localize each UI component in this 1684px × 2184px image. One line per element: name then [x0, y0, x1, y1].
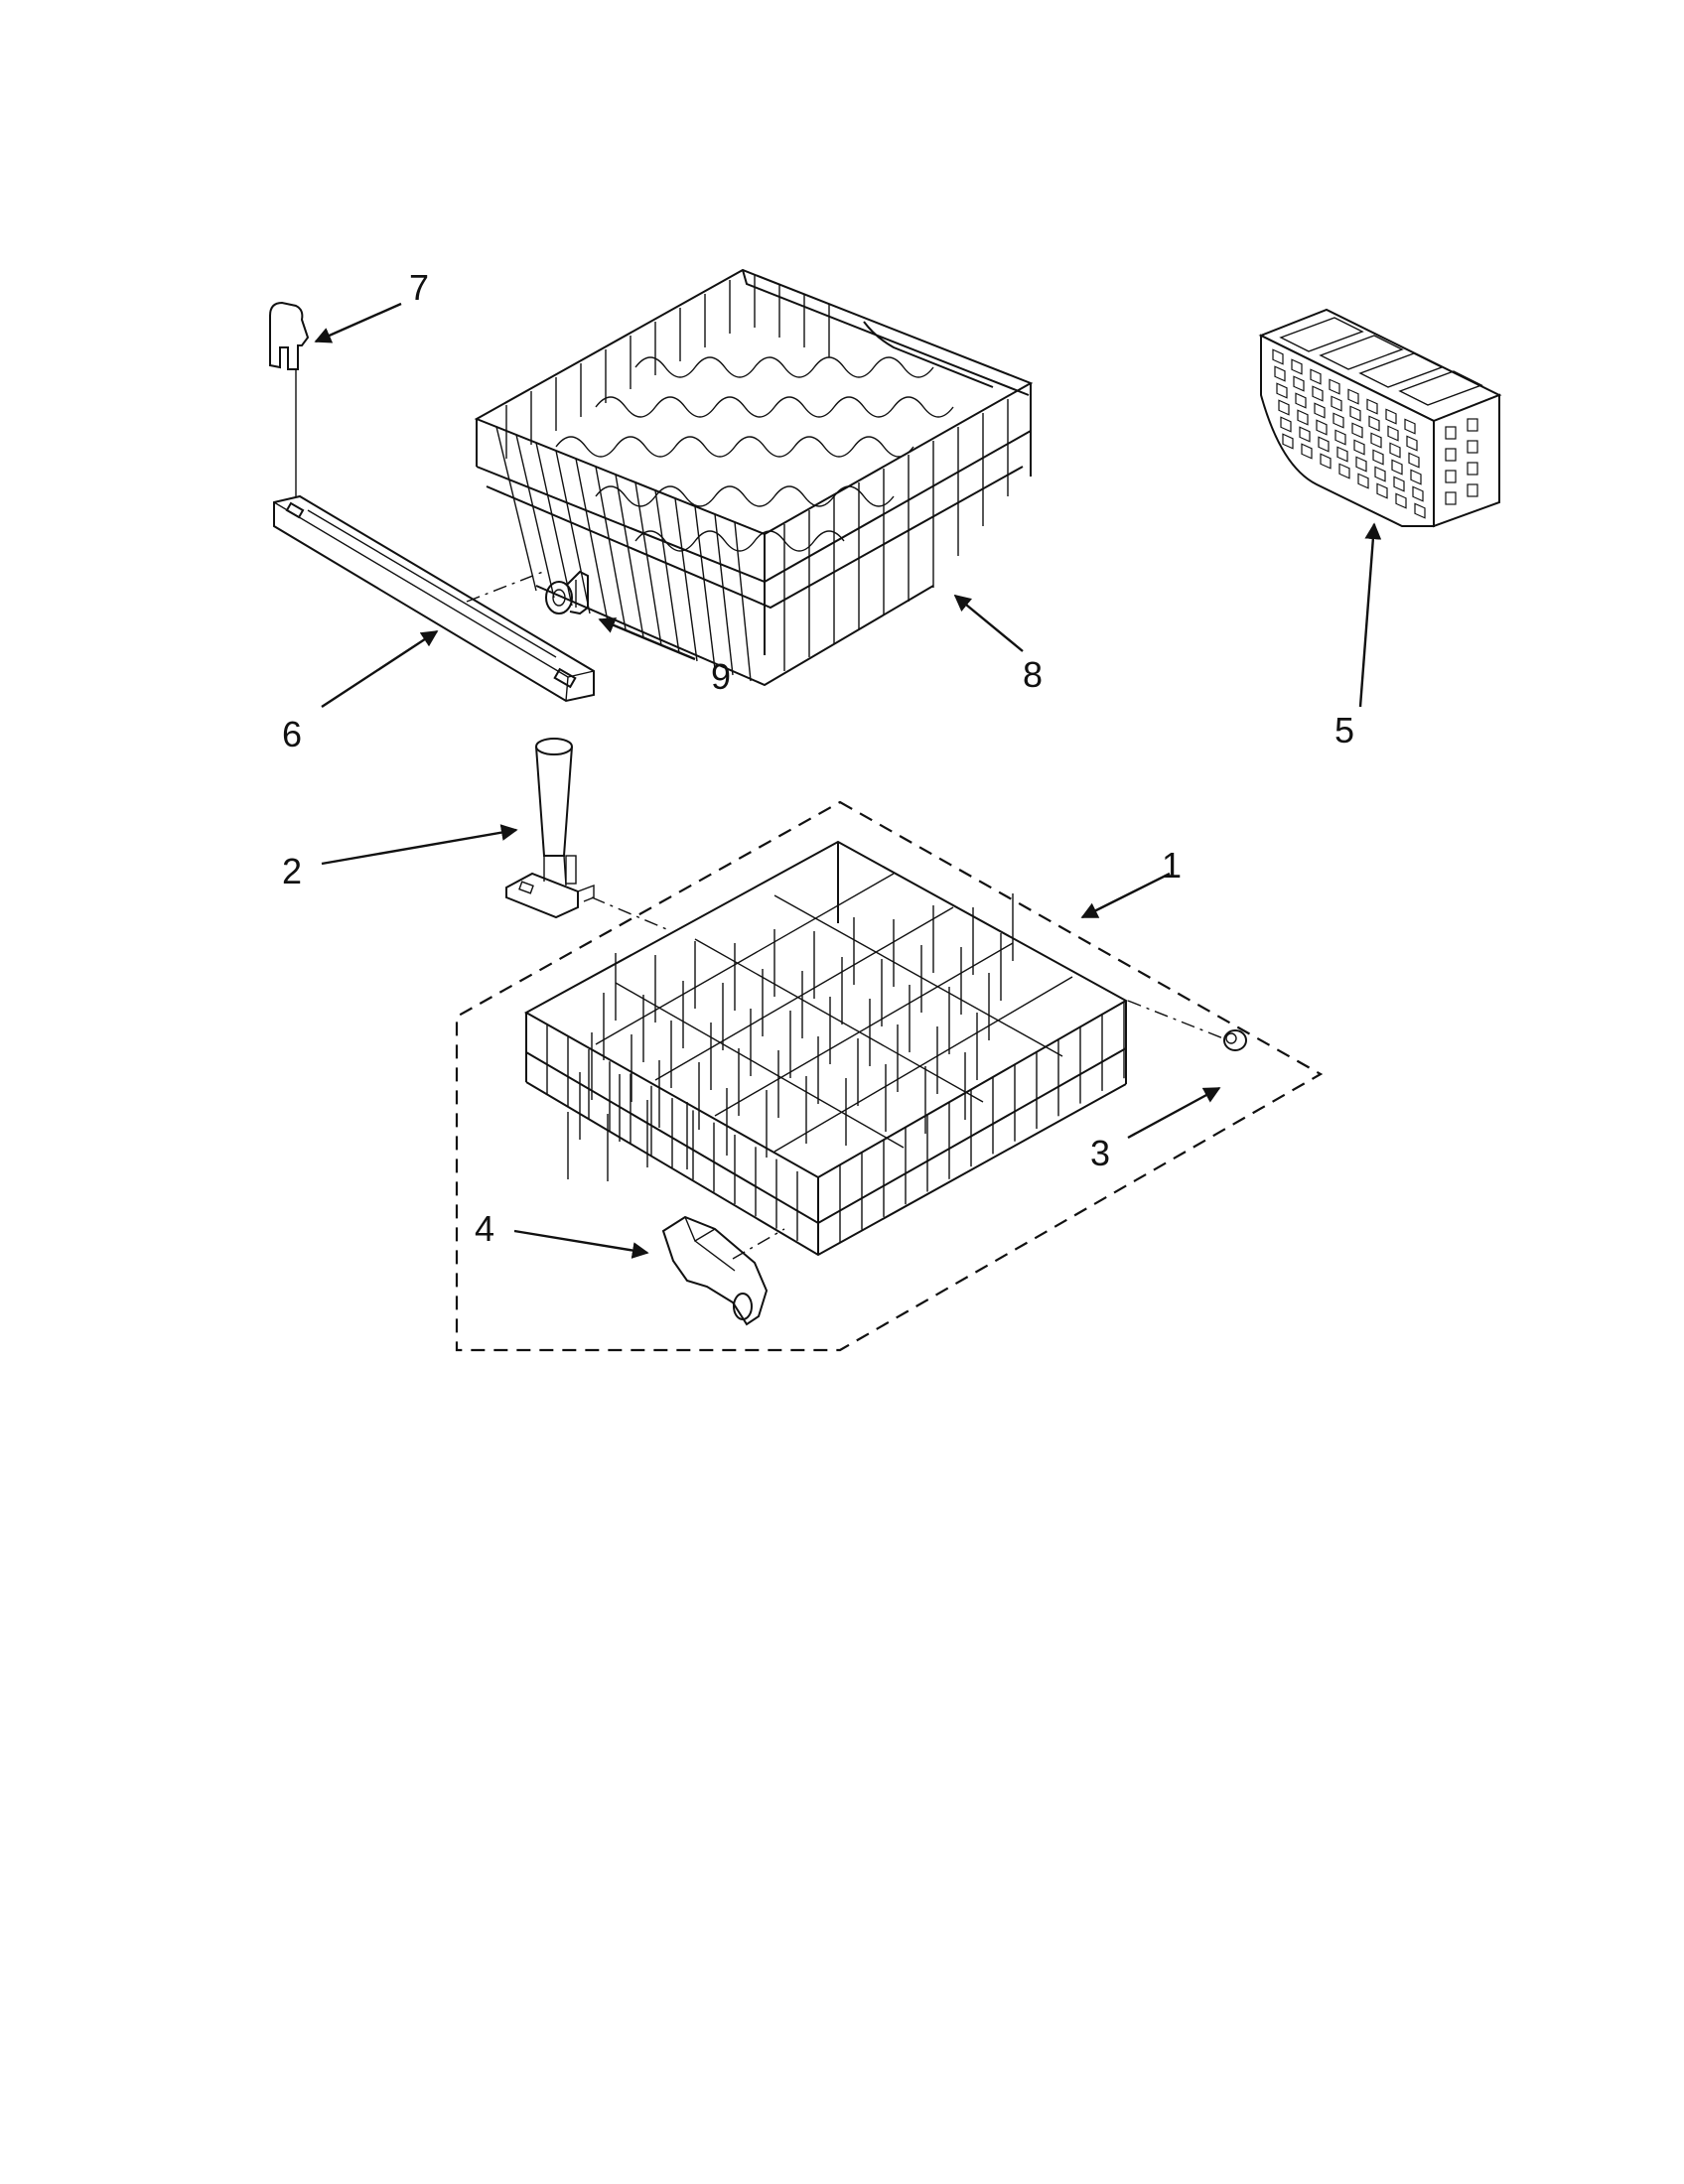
callout-7: 7	[409, 267, 429, 308]
callout-9: 9	[711, 656, 731, 697]
rack-wheel-assembly-part	[661, 1215, 769, 1326]
rack-roller-part	[1223, 1029, 1247, 1051]
callout-5: 5	[1334, 710, 1354, 751]
callout-8: 8	[1023, 654, 1043, 695]
lower-dishrack-part	[523, 840, 1129, 1257]
rail-end-cap-part	[269, 301, 310, 496]
spray-tower-part	[505, 738, 595, 919]
upper-rack-roller-part	[545, 570, 589, 615]
leader-lines	[314, 302, 1382, 1259]
callout-1: 1	[1162, 845, 1182, 886]
upper-dishrack-part	[474, 268, 1034, 687]
callout-4: 4	[475, 1208, 494, 1249]
callout-2: 2	[282, 851, 302, 891]
assembly-group-outline	[455, 800, 1324, 1352]
rack-rail-part	[273, 494, 595, 703]
silverware-basket-part	[1258, 308, 1502, 528]
callout-labels: 7 8 9 6 5 2 1 3 4	[282, 267, 1354, 1249]
callout-6: 6	[282, 714, 302, 754]
callout-3: 3	[1090, 1133, 1110, 1173]
